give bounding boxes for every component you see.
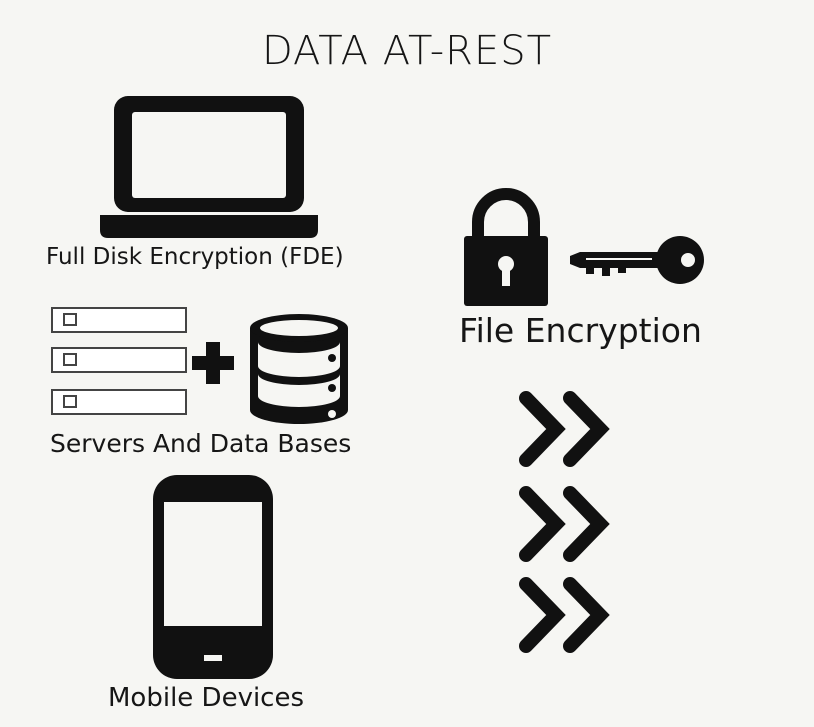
file-encryption-label: File Encryption [459,311,702,350]
mobile-label: Mobile Devices [108,683,305,713]
fde-label: Full Disk Encryption (FDE) [46,244,344,270]
laptop-icon [100,96,318,238]
servers-label: Servers And Data Bases [50,429,352,458]
key-icon [570,236,704,284]
server-rack-icon [51,307,187,415]
double-chevron-right-icon [519,486,610,562]
double-chevron-right-icon [519,577,610,653]
database-icon [250,314,348,424]
plus-icon [192,342,234,384]
diagram-title: DATA AT-REST [261,28,553,74]
double-chevron-right-icon [519,391,610,467]
padlock-icon [464,188,548,306]
smartphone-icon [153,475,273,679]
